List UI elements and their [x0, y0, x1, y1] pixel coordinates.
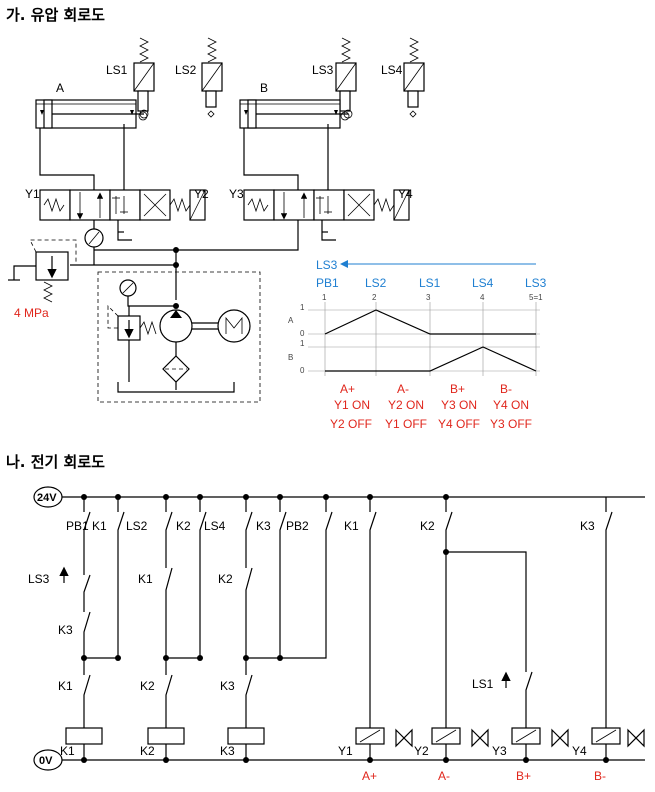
loop-label: LS3: [316, 258, 338, 272]
pb2-label: PB2: [286, 519, 309, 533]
ground-terminal: [33, 749, 63, 771]
sequence-diagram: LS3 PB1 LS2 LS1 LS4 LS3 1 2 3 4 5=1 A 1 …: [288, 258, 547, 431]
ls1-contact-label: LS1: [472, 677, 494, 691]
y3-coil-label: Y3: [492, 744, 507, 758]
action-on-3: Y3 ON: [441, 398, 477, 412]
step-signal-1: PB1: [316, 276, 339, 290]
y4-coil-label: Y4: [572, 744, 587, 758]
step-num-1: 1: [322, 293, 327, 302]
k2-seal-label: K2: [176, 519, 191, 533]
step-signal-3: LS1: [419, 276, 441, 290]
limit-switch-ls2: [201, 37, 223, 118]
cylinder-a-label: A: [56, 81, 64, 95]
k1-seal-label: K1: [92, 519, 107, 533]
action-off-2: Y1 OFF: [385, 417, 427, 431]
electric-circuit: 24V 0V PB1 K1 LS3 K3 K1 K1 LS2 K2 K1: [28, 486, 645, 783]
y2-move-label: A-: [438, 769, 450, 783]
limit-switch-ls1: [133, 37, 155, 121]
limit-switch-ls4: [403, 37, 425, 118]
y1-label: Y1: [25, 187, 40, 201]
supply-label: 24V: [37, 492, 57, 504]
supply-terminal: [33, 486, 63, 508]
row-b-hi: 1: [300, 339, 305, 348]
ls1-label: LS1: [106, 63, 128, 77]
row-a-trace: [324, 309, 536, 335]
k3-contact-label: K3: [220, 679, 235, 693]
step-num-5: 5=1: [529, 293, 543, 302]
k1-contact-label: K1: [58, 679, 73, 693]
action-move-2: A-: [397, 382, 409, 396]
hydraulic-heading: 가. 유압 회로도: [6, 6, 105, 24]
row-a-name: A: [288, 316, 294, 325]
ls3-contact-label: LS3: [28, 572, 50, 586]
power-unit: [107, 279, 251, 393]
y3-label: Y3: [229, 187, 244, 201]
limit-switch-ls3: [335, 37, 357, 121]
k2-rung3-label: K2: [218, 572, 233, 586]
action-move-1: A+: [340, 382, 355, 396]
k3-nc-label: K3: [58, 623, 73, 637]
action-off-4: Y3 OFF: [490, 417, 532, 431]
y2-coil-label: Y2: [414, 744, 429, 758]
cylinder-b-label: B: [260, 81, 268, 95]
ls2-contact-label: LS2: [126, 519, 148, 533]
pb1-label: PB1: [66, 519, 89, 533]
solenoid-y3: [511, 727, 569, 760]
k2-y-label: K2: [420, 519, 435, 533]
row-a-lo: 0: [300, 329, 305, 338]
valve-b: [243, 189, 410, 241]
valve-a: [39, 189, 206, 241]
ls4-contact-label: LS4: [204, 519, 226, 533]
k3-coil-label: K3: [220, 744, 235, 758]
y1-coil-label: Y1: [338, 744, 353, 758]
k1-rung2-label: K1: [138, 572, 153, 586]
step-num-2: 2: [372, 293, 377, 302]
ls2-label: LS2: [175, 63, 197, 77]
ground-label: 0V: [39, 755, 53, 767]
electric-heading: 나. 전기 회로도: [6, 453, 105, 471]
ls4-label: LS4: [381, 63, 403, 77]
row-b-trace: [325, 346, 537, 372]
solenoid-y1: [355, 727, 413, 760]
k2-coil-label: K2: [140, 744, 155, 758]
relief-valve: [8, 239, 77, 303]
y1-move-label: A+: [362, 769, 377, 783]
step-signal-4: LS4: [472, 276, 494, 290]
action-on-2: Y2 ON: [388, 398, 424, 412]
solenoid-y4: [591, 727, 645, 760]
row-b-lo: 0: [300, 366, 305, 375]
y4-label: Y4: [398, 187, 413, 201]
action-move-4: B-: [500, 382, 512, 396]
gauge-icon: [84, 228, 104, 252]
relief-pressure-label: 4 MPa: [14, 306, 49, 320]
step-signal-5: LS3: [525, 276, 547, 290]
step-num-4: 4: [480, 293, 485, 302]
k3-seal-label: K3: [256, 519, 271, 533]
cylinder-b: [239, 99, 353, 129]
ls3-label: LS3: [312, 63, 334, 77]
row-b-name: B: [288, 353, 293, 362]
k1-coil-label: K1: [60, 744, 75, 758]
action-off-3: Y4 OFF: [438, 417, 480, 431]
power-unit-frame: [97, 271, 261, 403]
action-on-4: Y4 ON: [493, 398, 529, 412]
action-on-1: Y1 ON: [334, 398, 370, 412]
k3-y4-label: K3: [580, 519, 595, 533]
cylinder-a: [35, 99, 149, 129]
k2-contact-label: K2: [140, 679, 155, 693]
y3-move-label: B+: [516, 769, 531, 783]
row-a-hi: 1: [300, 303, 305, 312]
k1-y1-label: K1: [344, 519, 359, 533]
y2-label: Y2: [194, 187, 209, 201]
action-off-1: Y2 OFF: [330, 417, 372, 431]
step-signal-2: LS2: [365, 276, 387, 290]
y4-move-label: B-: [594, 769, 606, 783]
solenoid-y2: [431, 727, 489, 760]
action-move-3: B+: [450, 382, 465, 396]
step-num-3: 3: [426, 293, 431, 302]
